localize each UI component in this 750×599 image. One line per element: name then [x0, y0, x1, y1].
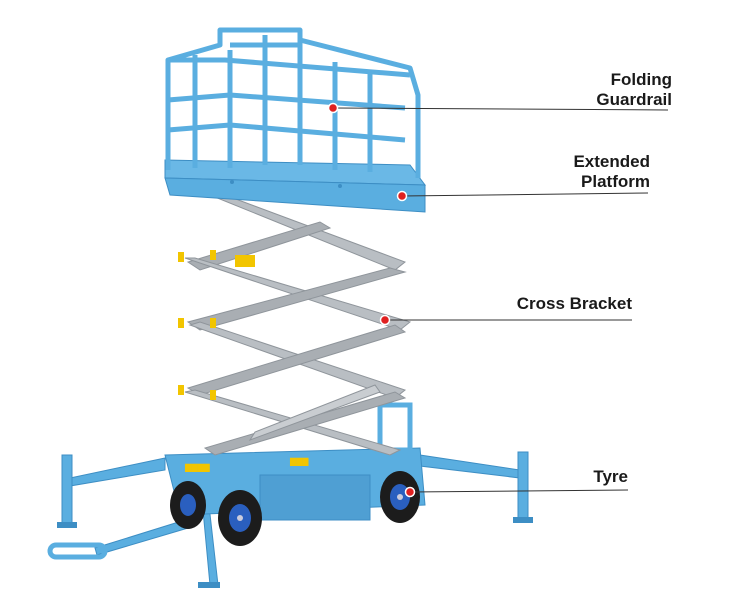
guardrail — [165, 27, 421, 178]
label-extended-platform: Extended Platform — [573, 152, 650, 192]
label-tyre: Tyre — [593, 467, 628, 487]
callout-platform-leader — [396, 190, 649, 202]
outrigger-right — [419, 451, 533, 523]
svg-text:▇▇▇▇: ▇▇▇▇ — [184, 463, 210, 472]
label-extended-platform-line2: Platform — [581, 172, 650, 191]
label-folding-guardrail-line1: Folding — [610, 70, 672, 89]
svg-text:▇▇▇: ▇▇▇ — [289, 457, 309, 466]
label-cross-bracket: Cross Bracket — [517, 294, 632, 314]
label-tyre-line1: Tyre — [593, 467, 628, 486]
callout-bracket-leader — [379, 314, 632, 326]
wheel-front-left — [218, 490, 262, 546]
wheel-rear-left — [170, 481, 206, 529]
callout-tyre-leader — [404, 486, 629, 498]
callout-guardrail-leader — [327, 102, 669, 114]
label-folding-guardrail-line2: Guardrail — [596, 90, 672, 109]
platform-deck — [164, 159, 427, 213]
scissor-stack — [178, 194, 412, 456]
label-cross-bracket-line1: Cross Bracket — [516, 294, 632, 313]
label-folding-guardrail: Folding Guardrail — [596, 70, 672, 110]
label-extended-platform-line1: Extended — [573, 152, 650, 171]
wheel-right — [380, 471, 420, 523]
